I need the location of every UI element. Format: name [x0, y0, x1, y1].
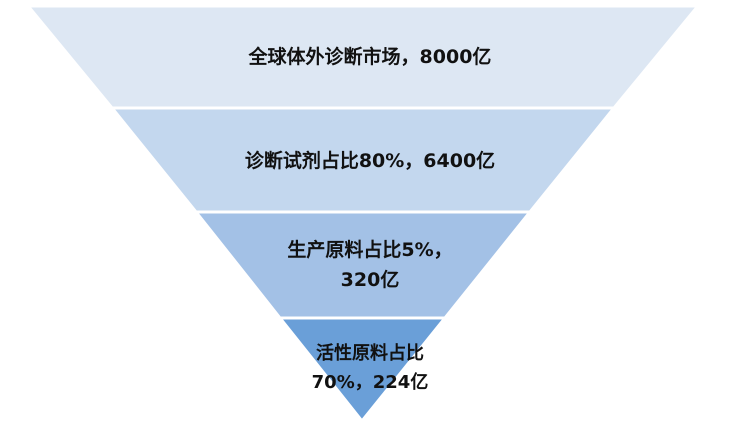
funnel-level-4-label: 活性原料占比 70%，224亿 — [0, 339, 740, 397]
funnel-level-1-label: 全球体外诊断市场，8000亿 — [0, 42, 740, 72]
funnel-level-2-text: 诊断试剂占比80%，6400亿 — [244, 150, 496, 172]
funnel-level-4-band — [276, 316, 449, 424]
funnel-level-4-text-line-1: 活性原料占比 — [316, 343, 424, 364]
funnel-level-2-label: 诊断试剂占比80%，6400亿 — [0, 146, 740, 176]
funnel-level-1-text: 全球体外诊断市场，8000亿 — [248, 46, 492, 68]
funnel-level-3-text-line-1: 生产原料占比5%， — [287, 239, 453, 261]
funnel-level-3-text-line-2: 320亿 — [340, 269, 400, 291]
funnel-level-3-label: 生产原料占比5%， 320亿 — [0, 235, 740, 295]
funnel-level-4-text-line-2: 70%，224亿 — [311, 372, 429, 393]
